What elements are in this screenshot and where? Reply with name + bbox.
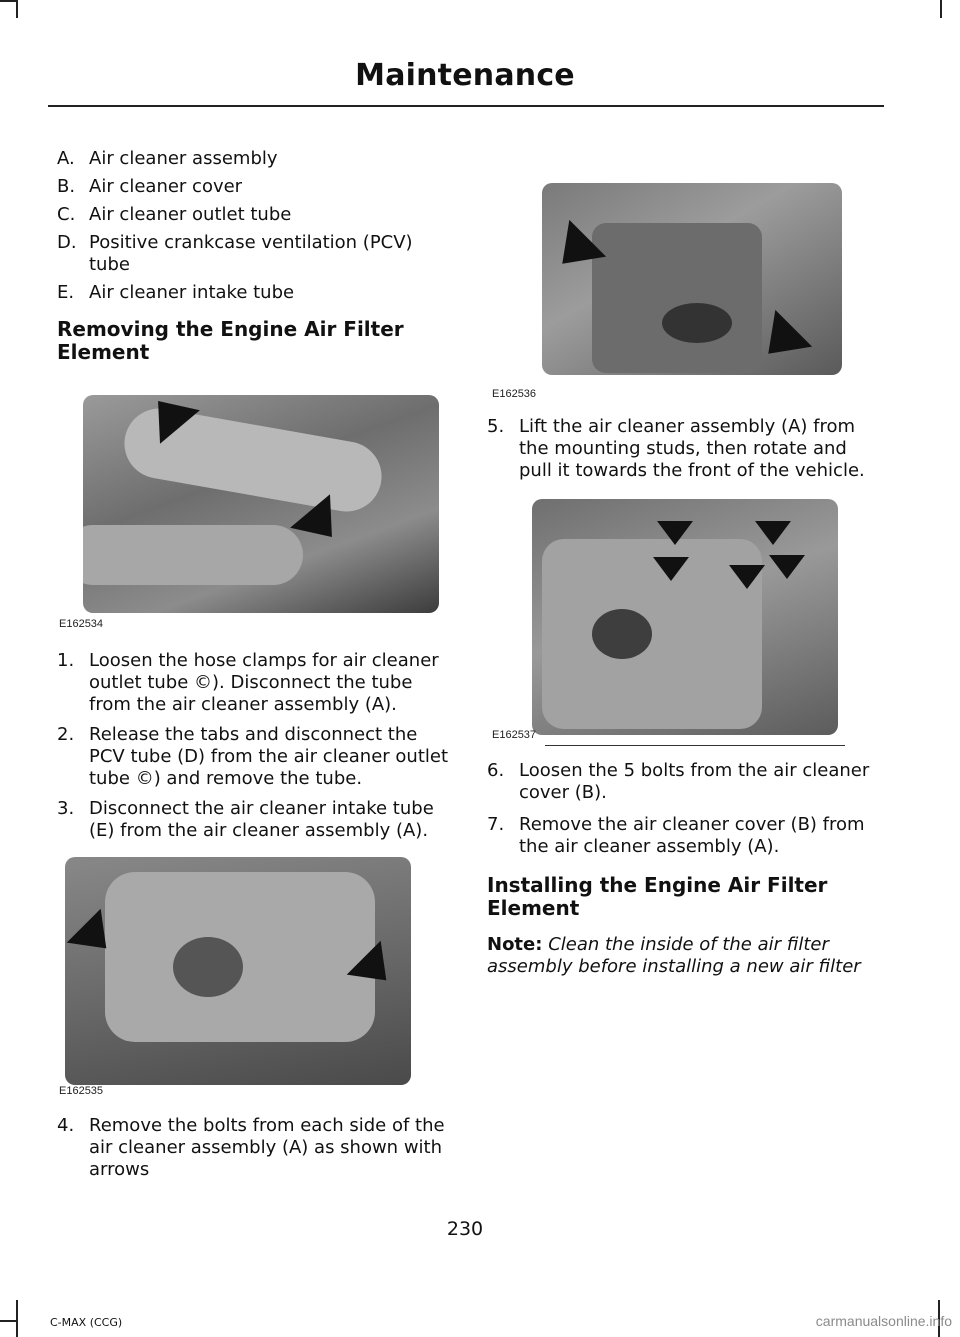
list-item: 6.Loosen the 5 bolts from the air cleane… bbox=[487, 760, 870, 803]
page-number: 230 bbox=[446, 1218, 484, 1240]
list-item: C.Air cleaner outlet tube bbox=[57, 204, 292, 225]
cap-shape bbox=[592, 609, 652, 659]
steps-1-3: 1.Loosen the hose clamps for air cleaner… bbox=[57, 650, 449, 848]
arrow-icon bbox=[653, 557, 689, 581]
list-item: 1.Loosen the hose clamps for air cleaner… bbox=[57, 650, 439, 715]
list-item: 5.Lift the air cleaner assembly (A) from… bbox=[487, 416, 865, 481]
engine-photo bbox=[532, 499, 838, 735]
section-heading: Installing the Engine Air Filter Element bbox=[487, 873, 828, 920]
steps-6-7: 6.Loosen the 5 bolts from the air cleane… bbox=[487, 760, 885, 978]
list-item: 3.Disconnect the air cleaner intake tube… bbox=[57, 798, 434, 841]
step-4: 4.Remove the bolts from each side of the… bbox=[57, 1115, 449, 1187]
footer-model: C-MAX (CCG) bbox=[50, 1316, 123, 1329]
step-5: 5.Lift the air cleaner assembly (A) from… bbox=[487, 416, 885, 488]
figure-code: E162534 bbox=[59, 618, 104, 630]
engine-photo bbox=[542, 183, 842, 375]
list-item: 4.Remove the bolts from each side of the… bbox=[57, 1115, 445, 1180]
cover-shape bbox=[592, 223, 762, 373]
figure-lift-assembly: E162536 bbox=[487, 175, 885, 403]
cap-shape bbox=[662, 303, 732, 343]
crop-mark bbox=[940, 0, 942, 18]
list-item: E.Air cleaner intake tube bbox=[57, 282, 295, 303]
hose-shape bbox=[83, 525, 303, 585]
figure-rule bbox=[545, 745, 845, 746]
cover-shape bbox=[542, 539, 762, 729]
list-item: B.Air cleaner cover bbox=[57, 176, 243, 197]
page-title: Maintenance bbox=[355, 58, 575, 93]
arrow-icon bbox=[657, 521, 693, 545]
note-text: Clean the inside of the air filter assem… bbox=[487, 934, 861, 977]
note-label: Note: bbox=[487, 934, 543, 955]
figure-bolts-sides: E162535 bbox=[57, 857, 449, 1097]
arrow-icon bbox=[769, 555, 805, 579]
list-item: A.Air cleaner assembly bbox=[57, 148, 278, 169]
left-column: A.Air cleaner assembly B.Air cleaner cov… bbox=[57, 148, 449, 374]
note: Note: Clean the inside of the air filter… bbox=[487, 934, 885, 978]
engine-photo bbox=[83, 395, 439, 613]
crop-mark bbox=[0, 0, 18, 2]
section-heading: Removing the Engine Air Filter Element bbox=[57, 317, 404, 364]
crop-mark bbox=[938, 1300, 940, 1337]
cap-shape bbox=[173, 937, 243, 997]
figure-code: E162536 bbox=[492, 388, 537, 400]
figure-hose-clamps: E162534 bbox=[57, 384, 449, 633]
arrow-icon bbox=[729, 565, 765, 589]
figure-code: E162537 bbox=[492, 729, 537, 741]
list-item: D.Positive crankcase ventilation (PCV) t… bbox=[57, 232, 413, 275]
watermark: carmanualsonline.info bbox=[815, 1313, 952, 1329]
crop-mark bbox=[16, 0, 18, 18]
engine-photo bbox=[65, 857, 411, 1085]
list-item: 2.Release the tabs and disconnect the PC… bbox=[57, 724, 449, 789]
figure-code: E162535 bbox=[59, 1085, 104, 1097]
list-item: 7.Remove the air cleaner cover (B) from … bbox=[487, 814, 865, 857]
crop-mark bbox=[0, 1320, 16, 1322]
crop-mark bbox=[16, 1300, 18, 1337]
header-rule bbox=[48, 105, 884, 107]
arrow-icon bbox=[755, 521, 791, 545]
figure-cover-bolts: E162537 bbox=[487, 495, 885, 747]
